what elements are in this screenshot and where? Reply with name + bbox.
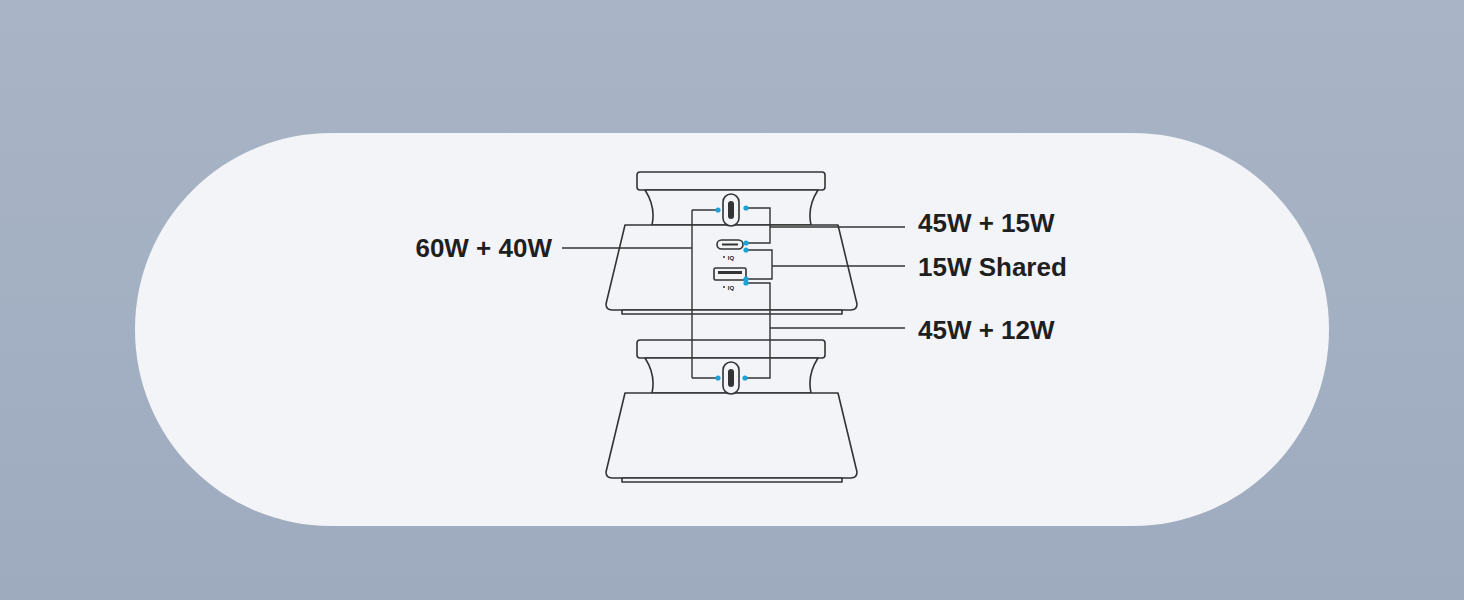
charger-cap <box>637 172 825 190</box>
panel-pill <box>135 133 1329 526</box>
charger-neck <box>645 358 818 393</box>
usb-c-port <box>723 194 739 226</box>
power-label: 45W + 12W <box>918 317 1055 343</box>
usb-c-port <box>717 240 743 249</box>
leader-line <box>746 208 905 243</box>
callout-dot <box>715 375 720 380</box>
power-label: 45W + 15W <box>918 210 1055 236</box>
usb-a-tongue <box>718 271 742 274</box>
iq-dot <box>723 286 725 288</box>
callout-dot <box>743 205 748 210</box>
iq-dot <box>723 256 725 258</box>
charger-base <box>606 393 857 478</box>
usb-c-tongue <box>728 201 734 219</box>
charger-base <box>606 225 857 310</box>
port-mark: IQ <box>728 285 734 291</box>
callout-dot <box>715 207 720 212</box>
usb-a-port <box>714 268 746 280</box>
iq-marks <box>723 256 725 288</box>
callout-dot <box>742 375 747 380</box>
power-label: 15W Shared <box>918 254 1067 280</box>
leader-lines <box>562 208 905 378</box>
port-mark: IQ <box>728 255 734 261</box>
leader-line <box>746 250 905 279</box>
usb-c-port <box>723 362 739 394</box>
ports <box>714 194 746 394</box>
callout-dot <box>743 280 748 285</box>
top-charger <box>606 172 857 314</box>
callout-dot <box>743 240 748 245</box>
charger-lip <box>622 478 842 482</box>
power-label: 60W + 40W <box>415 235 552 261</box>
leader-line <box>745 283 905 378</box>
callout-dot <box>743 247 748 252</box>
bottom-charger <box>606 340 857 482</box>
usb-c-tongue <box>722 244 738 246</box>
charger-lip <box>622 310 842 314</box>
charger-cap <box>637 340 825 358</box>
charger-neck <box>645 190 818 225</box>
callout-dots <box>715 205 748 380</box>
usb-c-tongue <box>728 369 734 387</box>
leader-line <box>562 210 718 378</box>
